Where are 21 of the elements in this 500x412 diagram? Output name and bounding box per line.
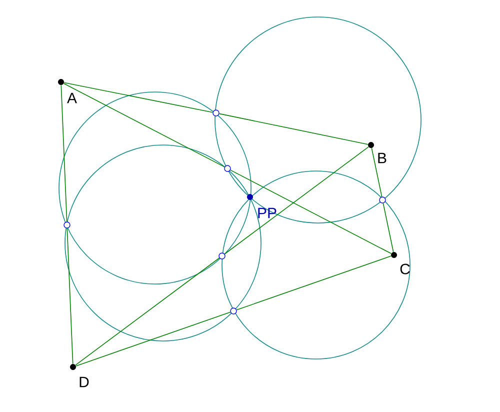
line-segment — [236, 256, 392, 310]
midpoint-marker — [379, 196, 386, 204]
line-segment — [66, 228, 74, 364]
line-segment — [76, 312, 231, 366]
line-segment — [224, 146, 369, 254]
point-label: B — [378, 152, 386, 164]
midpoint-marker — [64, 222, 70, 228]
point-label: D — [80, 376, 89, 388]
line-segment — [382, 202, 394, 252]
line-segment — [218, 113, 368, 145]
line-segment — [64, 82, 214, 113]
midpoint-marker — [230, 308, 237, 314]
line-segment — [60, 84, 68, 222]
line-segment — [75, 258, 220, 366]
midpoint-marker — [212, 110, 220, 116]
midpoint-marker — [224, 165, 231, 172]
line-segment — [63, 83, 225, 168]
midpoint-marker — [218, 252, 226, 260]
line-segment — [230, 170, 392, 254]
point-label: A — [67, 92, 77, 104]
line-segment — [371, 148, 382, 198]
